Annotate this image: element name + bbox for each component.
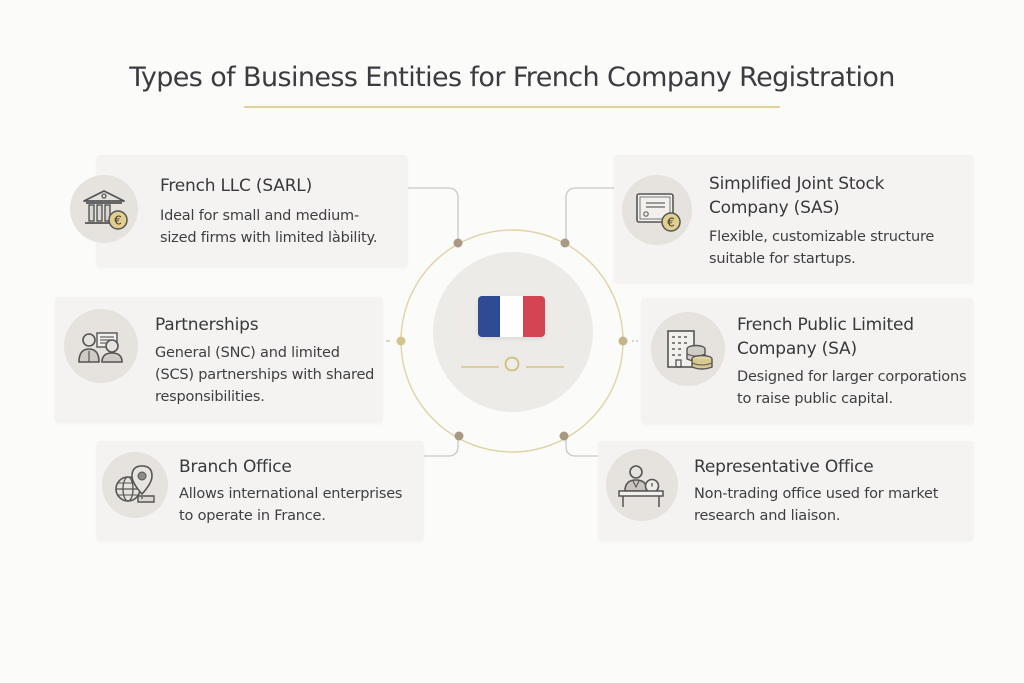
entity-title: Partnerships	[155, 315, 259, 335]
description-line: Non-trading office used for market	[694, 486, 939, 502]
description-line: responsibilities.	[155, 389, 265, 405]
title-line: Company (SA)	[737, 339, 857, 359]
icon-badge	[102, 452, 168, 518]
description-line: suitable for startups.	[709, 251, 856, 267]
entity-description: Ideal for small and medium- sized firms …	[160, 205, 377, 249]
description-line: Designed for larger corporations	[737, 369, 967, 385]
title-line: French Public Limited	[737, 315, 914, 335]
icon-badge: €	[70, 175, 138, 243]
description-line: Allows international enterprises	[179, 486, 403, 502]
description-line: to raise public capital.	[737, 391, 893, 407]
desk-person-clock-icon	[618, 465, 664, 507]
title-line: Company (SAS)	[709, 198, 840, 218]
description-line: Ideal for small and medium-	[160, 208, 360, 224]
entity-card-sarl	[96, 155, 408, 267]
description-line: (SCS) partnerships with shared	[155, 367, 375, 383]
entity-title: French Public Limited Company (SA)	[737, 313, 914, 361]
description-line: research and liaison.	[694, 508, 841, 524]
page-title: Types of Business Entities for French Co…	[129, 62, 895, 93]
icon-badge: €	[622, 175, 692, 245]
description-line: to operate in France.	[179, 508, 326, 524]
title-line: Simplified Joint Stock	[709, 174, 885, 194]
entity-title: Representative Office	[694, 457, 874, 477]
entity-title: Branch Office	[179, 457, 292, 477]
icon-badge	[64, 309, 138, 383]
entity-description: Flexible, customizable structure suitabl…	[709, 226, 934, 270]
bank-euro-icon: €	[83, 190, 128, 230]
entity-description: Allows international enterprises to oper…	[179, 483, 402, 527]
entity-description: Designed for larger corporations to rais…	[737, 366, 967, 410]
france-flag-icon	[478, 296, 545, 337]
svg-text:€: €	[114, 214, 122, 228]
entity-description: General (SNC) and limited (SCS) partners…	[155, 342, 374, 408]
certificate-euro-icon: €	[636, 193, 681, 232]
icon-badge	[606, 449, 678, 521]
icon-badge	[651, 312, 725, 386]
title-underline	[244, 106, 780, 108]
description-line: sized firms with limited làbility.	[160, 230, 378, 246]
partners-icon	[78, 332, 123, 363]
globe-location-icon	[115, 465, 155, 503]
entity-title: Simplified Joint Stock Company (SAS)	[709, 172, 885, 220]
description-line: Flexible, customizable structure	[709, 229, 935, 245]
building-coins-icon	[667, 330, 713, 370]
entity-description: Non-trading office used for market resea…	[694, 483, 938, 527]
svg-text:€: €	[667, 216, 675, 230]
description-line: General (SNC) and limited	[155, 345, 340, 361]
entity-title: French LLC (SARL)	[160, 176, 313, 196]
